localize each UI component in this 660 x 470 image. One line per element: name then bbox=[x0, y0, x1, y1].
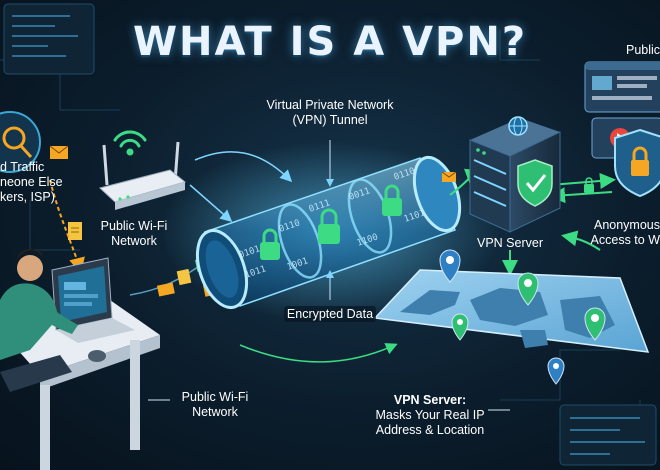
anonymous-label: Anonymous Access to W bbox=[591, 218, 660, 248]
lock-icon bbox=[382, 184, 402, 216]
code-panel-left bbox=[3, 3, 95, 75]
wifi-label-top-line-1: Public Wi-Fi bbox=[100, 219, 168, 233]
wifi-label-bottom-line-1: Public Wi-Fi bbox=[181, 390, 249, 404]
lock-icon bbox=[318, 208, 340, 244]
wifi-label-top-line-2: Network bbox=[111, 234, 157, 248]
magnifier-icon bbox=[0, 111, 41, 173]
traffic-label-line-2: neone Else bbox=[0, 175, 63, 189]
wifi-label-bottom-line-2: Network bbox=[192, 405, 238, 419]
location-pin-icon bbox=[584, 307, 606, 341]
envelope-icon bbox=[49, 145, 69, 159]
encrypted-label: Encrypted Data bbox=[270, 306, 390, 322]
traffic-label-line-1: d Traffic bbox=[0, 160, 45, 174]
code-panel-right bbox=[559, 404, 657, 466]
shield-icon bbox=[517, 159, 553, 207]
anonymous-label-line-2: Access to W bbox=[590, 233, 660, 247]
router-icon bbox=[98, 141, 187, 210]
tunnel-label-line-2: (VPN) Tunnel bbox=[292, 113, 368, 127]
encrypted-label-text: Encrypted Data bbox=[283, 306, 377, 322]
tunnel-label: Virtual Private Network (VPN) Tunnel bbox=[240, 98, 420, 128]
arrow-web-to-server bbox=[549, 187, 613, 204]
server-detail-line-3: Address & Location bbox=[375, 423, 485, 437]
location-pin-icon bbox=[547, 357, 565, 385]
person bbox=[0, 249, 78, 392]
shield-lock-icon bbox=[614, 128, 660, 198]
lock-icon bbox=[584, 177, 594, 193]
envelope-icon bbox=[441, 171, 457, 182]
world-map bbox=[373, 269, 650, 353]
arrow-top bbox=[194, 151, 293, 183]
location-pin-icon bbox=[517, 272, 539, 306]
mouse-icon bbox=[88, 350, 106, 362]
public-label-text: Public bbox=[626, 43, 660, 57]
server-detail-line-1: VPN Server: bbox=[393, 393, 467, 407]
public-label: Public bbox=[626, 43, 660, 58]
location-pin-icon bbox=[451, 313, 469, 341]
wifi-icon bbox=[113, 130, 147, 156]
page-title: WHAT IS A VPN? bbox=[132, 19, 528, 65]
tunnel-label-line-1: Virtual Private Network bbox=[266, 98, 394, 112]
vpn-server-label: VPN Server bbox=[460, 236, 560, 251]
wifi-label-bottom: Public Wi-Fi Network bbox=[160, 390, 270, 420]
vpn-server-label-text: VPN Server bbox=[477, 236, 543, 250]
arrow-bottom bbox=[239, 343, 398, 363]
server-detail-line-2: Masks Your Real IP bbox=[375, 408, 485, 422]
anonymous-label-line-1: Anonymous bbox=[593, 218, 660, 232]
arrow-anon bbox=[561, 230, 601, 251]
lock-icon bbox=[260, 228, 280, 260]
laptop-icon bbox=[51, 257, 135, 343]
traffic-label-line-3: kers, ISP) bbox=[0, 190, 55, 204]
browser-window bbox=[584, 61, 660, 113]
server-detail-label: VPN Server: Masks Your Real IP Address &… bbox=[360, 393, 500, 438]
globe-icon bbox=[508, 116, 528, 136]
traffic-label: d Traffic neone Else kers, ISP) bbox=[0, 160, 63, 205]
arrow-router-to-tunnel bbox=[189, 184, 233, 222]
wifi-label-top: Public Wi-Fi Network bbox=[84, 219, 184, 249]
location-pin-icon bbox=[439, 249, 461, 283]
document-icon bbox=[68, 222, 82, 240]
